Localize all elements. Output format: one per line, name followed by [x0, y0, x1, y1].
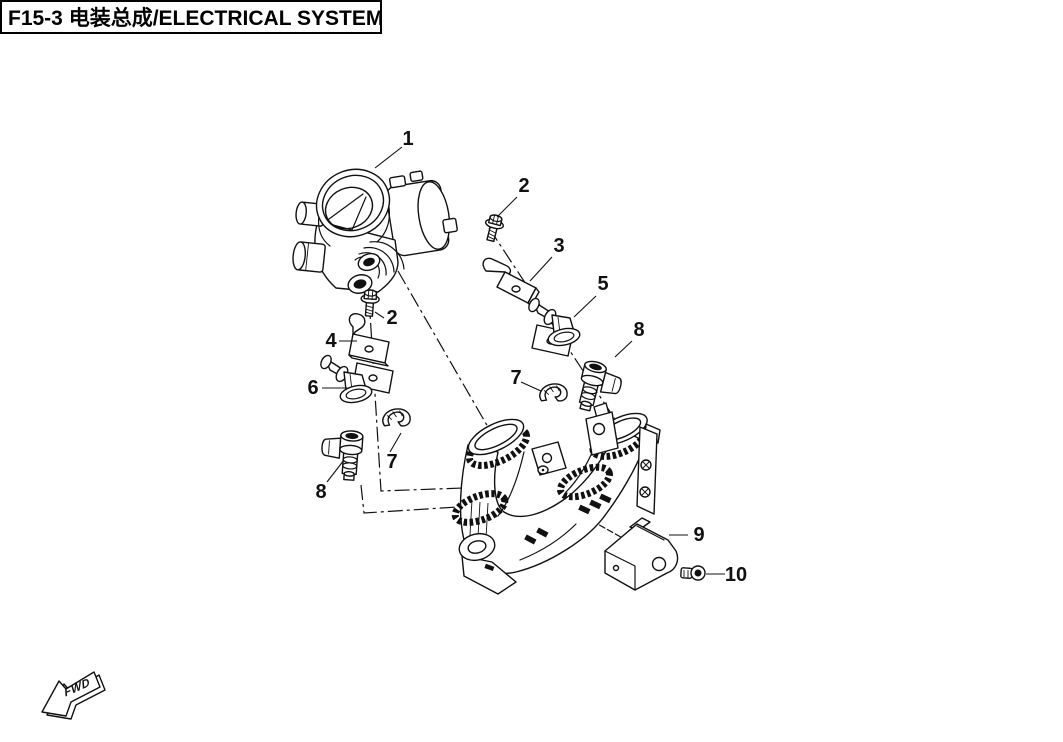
callout-7-clip-right: 7: [510, 367, 521, 389]
page-title: F15-3 电装总成/ELECTRICAL SYSTEM: [0, 0, 384, 34]
callout-8-injector-right: 8: [633, 319, 644, 341]
sensor-6-illustration: [318, 353, 394, 406]
callout-4-bracket-left: 4: [325, 330, 337, 352]
callout-8-injector-left: 8: [315, 481, 326, 503]
injector-port-studs: [484, 493, 612, 572]
callout-10-screw: 10: [725, 564, 747, 586]
intake-manifold-illustration: [451, 402, 661, 595]
callout-7-clip-left: 7: [386, 451, 397, 473]
callout-1-throttle-body: 1: [402, 128, 413, 150]
callout-5-sensor-right: 5: [597, 273, 608, 295]
bracket-4-illustration: [348, 313, 390, 367]
callout-2-bolt-right: 2: [518, 175, 529, 197]
injector-8-left: [319, 428, 364, 482]
callout-6-sensor-left: 6: [307, 377, 318, 399]
clip-7-right: [537, 381, 569, 405]
fwd-direction-arrow: FWD: [41, 671, 106, 720]
clip-7-left: [380, 406, 412, 430]
construction-lines: [360, 227, 629, 542]
callout-9-sensor-bracket: 9: [693, 524, 704, 546]
callout-numbers: 1 2 3 5 8 7 2 4 6 7 8 9 10: [307, 128, 747, 586]
callout-3-bracket-right: 3: [553, 235, 564, 257]
screw-10-illustration: [680, 565, 706, 581]
leader-lines: [322, 146, 725, 575]
sensor-bracket-9-illustration: [604, 517, 679, 591]
throttle-body-illustration: [292, 168, 458, 294]
bolt-2-right: [480, 212, 507, 244]
sensor-5-illustration: [526, 296, 583, 357]
callout-2-bolt-left: 2: [386, 307, 397, 329]
bolt-2-left: [359, 288, 381, 318]
bracket-3-illustration: [482, 257, 540, 307]
page-title-text: F15-3 电装总成/ELECTRICAL SYSTEM: [8, 7, 384, 30]
